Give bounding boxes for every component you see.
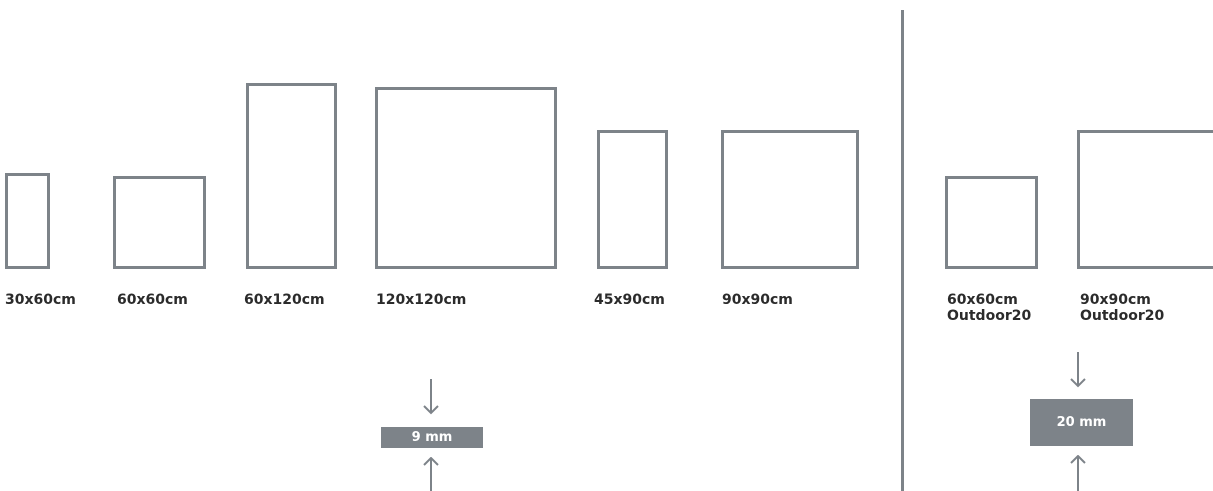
tile-45x90 xyxy=(597,130,668,269)
tile-90x90-outdoor xyxy=(1077,130,1213,269)
tile-90x90 xyxy=(721,130,859,269)
size-label-45x90: 45x90cm xyxy=(594,292,665,308)
thickness-label-20mm: 20 mm xyxy=(1056,415,1107,430)
tile-30x60 xyxy=(5,173,50,269)
outdoor-label-60x60-series: Outdoor20 xyxy=(947,308,1032,324)
outdoor-label-90x90-series: Outdoor20 xyxy=(1080,308,1165,324)
size-label-60x60: 60x60cm xyxy=(117,292,188,308)
tile-60x60-outdoor xyxy=(945,176,1038,269)
outdoor-label-90x90-size: 90x90cm xyxy=(1080,292,1151,308)
size-label-60x120: 60x120cm xyxy=(244,292,325,308)
arrow-down-icon xyxy=(423,379,439,415)
size-label-90x90: 90x90cm xyxy=(722,292,793,308)
thickness-bar-9mm: 9 mm xyxy=(381,427,483,448)
outdoor-label-60x60-size: 60x60cm xyxy=(947,292,1018,308)
tile-60x120 xyxy=(246,83,337,269)
arrow-down-icon xyxy=(1070,352,1086,388)
size-label-30x60: 30x60cm xyxy=(5,292,76,308)
outdoor-label-90x90: 90x90cm Outdoor20 xyxy=(1080,292,1164,324)
tile-60x60 xyxy=(113,176,206,269)
arrow-up-icon xyxy=(1070,455,1086,491)
section-divider xyxy=(901,10,904,491)
thickness-bar-20mm: 20 mm xyxy=(1030,399,1133,446)
arrow-up-icon xyxy=(423,457,439,491)
tile-120x120 xyxy=(375,87,557,269)
outdoor-label-60x60: 60x60cm Outdoor20 xyxy=(947,292,1031,324)
size-label-120x120: 120x120cm xyxy=(376,292,467,308)
thickness-label-9mm: 9 mm xyxy=(411,430,453,445)
